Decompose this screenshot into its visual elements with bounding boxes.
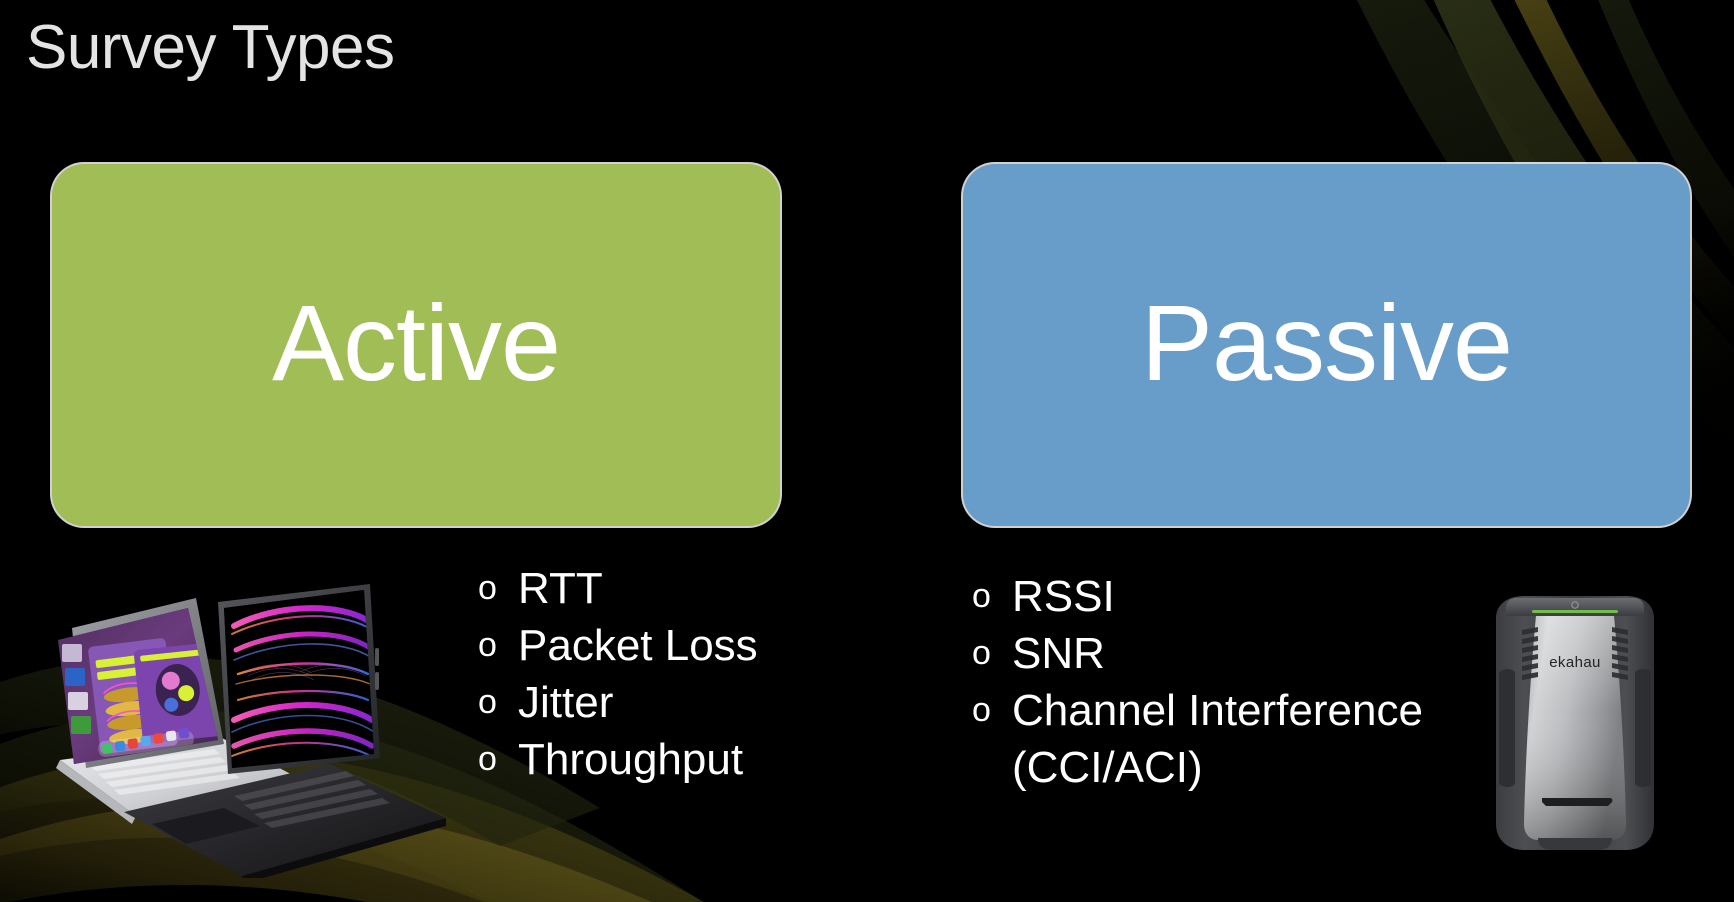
list-item-label: RSSI xyxy=(1012,572,1115,621)
list-item: o Packet Loss xyxy=(478,617,898,674)
circle-bullet-icon: o xyxy=(478,683,497,721)
passive-metrics-list: o RSSI o SNR o Channel Interference (CCI… xyxy=(972,568,1442,796)
ipad-pro-magic-keyboard-image xyxy=(28,568,448,878)
panel-active[interactable]: Active xyxy=(52,164,780,526)
circle-bullet-icon: o xyxy=(478,569,497,607)
circle-bullet-icon: o xyxy=(478,626,497,664)
ekahau-sidekick-image: ekahau xyxy=(1480,588,1670,860)
active-metrics-list: o RTT o Packet Loss o Jitter o Throughpu… xyxy=(478,560,898,788)
circle-bullet-icon: o xyxy=(972,691,991,729)
page-title: Survey Types xyxy=(26,13,395,82)
panel-passive[interactable]: Passive xyxy=(963,164,1690,526)
list-item-label: RTT xyxy=(518,564,603,613)
list-item: o Jitter xyxy=(478,674,898,731)
list-item-label: SNR xyxy=(1012,629,1105,678)
panel-active-label: Active xyxy=(271,282,561,403)
ipad-pro-pair-icon xyxy=(56,584,446,878)
circle-bullet-icon: o xyxy=(478,740,497,778)
list-item-label: Throughput xyxy=(518,735,744,784)
list-item: o SNR xyxy=(972,625,1442,682)
list-item-label: Jitter xyxy=(518,678,614,727)
list-item-label: Packet Loss xyxy=(518,621,758,670)
ekahau-brand-text: ekahau xyxy=(1549,654,1601,671)
circle-bullet-icon: o xyxy=(972,634,991,672)
list-item: o Channel Interference (CCI/ACI) xyxy=(972,682,1442,796)
list-item: o Throughput xyxy=(478,731,898,788)
ekahau-sidekick-icon: ekahau xyxy=(1496,596,1654,850)
panel-passive-label: Passive xyxy=(1140,282,1513,403)
list-item-label: Channel Interference (CCI/ACI) xyxy=(1012,686,1436,792)
list-item: o RSSI xyxy=(972,568,1442,625)
circle-bullet-icon: o xyxy=(972,577,991,615)
list-item: o RTT xyxy=(478,560,898,617)
